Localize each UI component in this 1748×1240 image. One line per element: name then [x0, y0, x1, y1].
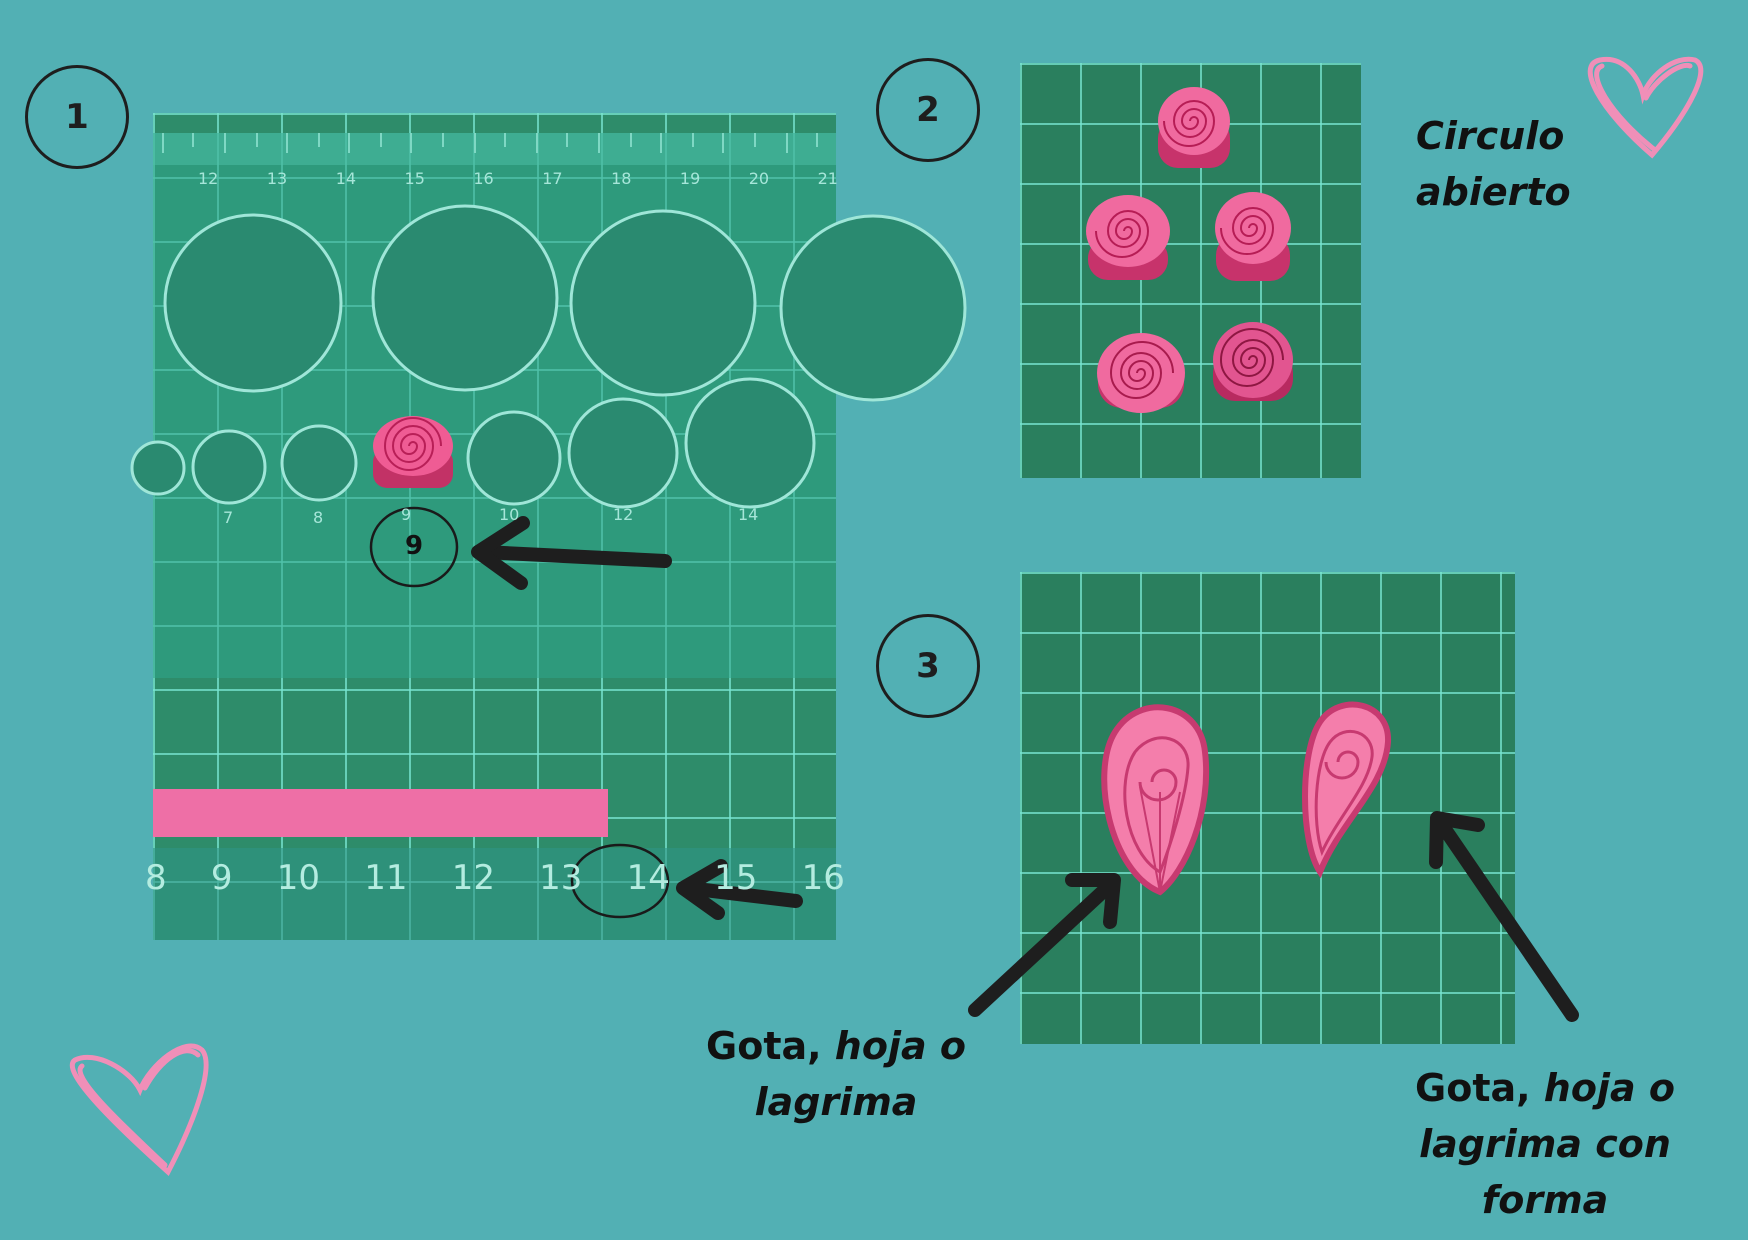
pink-paper-strip [153, 789, 608, 837]
size-label-9: 9 [401, 505, 412, 524]
heart-icon [69, 1043, 209, 1177]
open-circles-drawing [1086, 87, 1293, 413]
size-label-8: 8 [313, 508, 324, 527]
photo-open-circles [1020, 63, 1361, 478]
ruler-top-numbers: 12 13 14 15 16 17 18 19 20 21 [198, 169, 838, 188]
pink-teardrop [1101, 704, 1210, 896]
ruler-template-drawing [130, 133, 967, 940]
pink-coil [1097, 333, 1185, 413]
selected-length: 14 [626, 858, 670, 898]
step-1-number: 1 [65, 97, 89, 137]
pink-coil [1213, 322, 1293, 401]
pink-coil [373, 416, 453, 488]
arrow-icon [676, 859, 803, 920]
pink-teardrop [1302, 701, 1392, 879]
arrow-icon [471, 516, 672, 590]
step-1-badge: 1 [25, 65, 129, 169]
teardrops-drawing [1101, 701, 1392, 896]
step-2-badge: 2 [876, 58, 980, 162]
size-label-10: 10 [499, 505, 520, 524]
size-label-7: 7 [223, 508, 234, 527]
heart-icon [1587, 56, 1704, 159]
size-label-12: 12 [613, 505, 634, 524]
photo-teardrops [1020, 572, 1515, 1044]
caption-gota-left: Gota, hoja o lagrima [706, 1024, 966, 1124]
selected-size: 9 [405, 531, 424, 561]
pink-coil [1086, 195, 1170, 280]
caption-gota-right: Gota, hoja o lagrima con forma [1415, 1066, 1675, 1222]
mat-numbers: 8 9 10 11 12 13 14 15 16 [145, 858, 845, 898]
caption-circulo-abierto: Circulo abierto [1416, 114, 1571, 214]
step-3-badge: 3 [876, 614, 980, 718]
size-label-14: 14 [738, 505, 759, 524]
step-2-number: 2 [916, 90, 940, 130]
pink-coil [1215, 192, 1291, 281]
pink-coil [1158, 87, 1230, 168]
photo-ruler-template: 12 13 14 15 16 17 18 19 20 21 7 8 9 10 1… [130, 113, 967, 940]
step-3-number: 3 [916, 646, 940, 686]
